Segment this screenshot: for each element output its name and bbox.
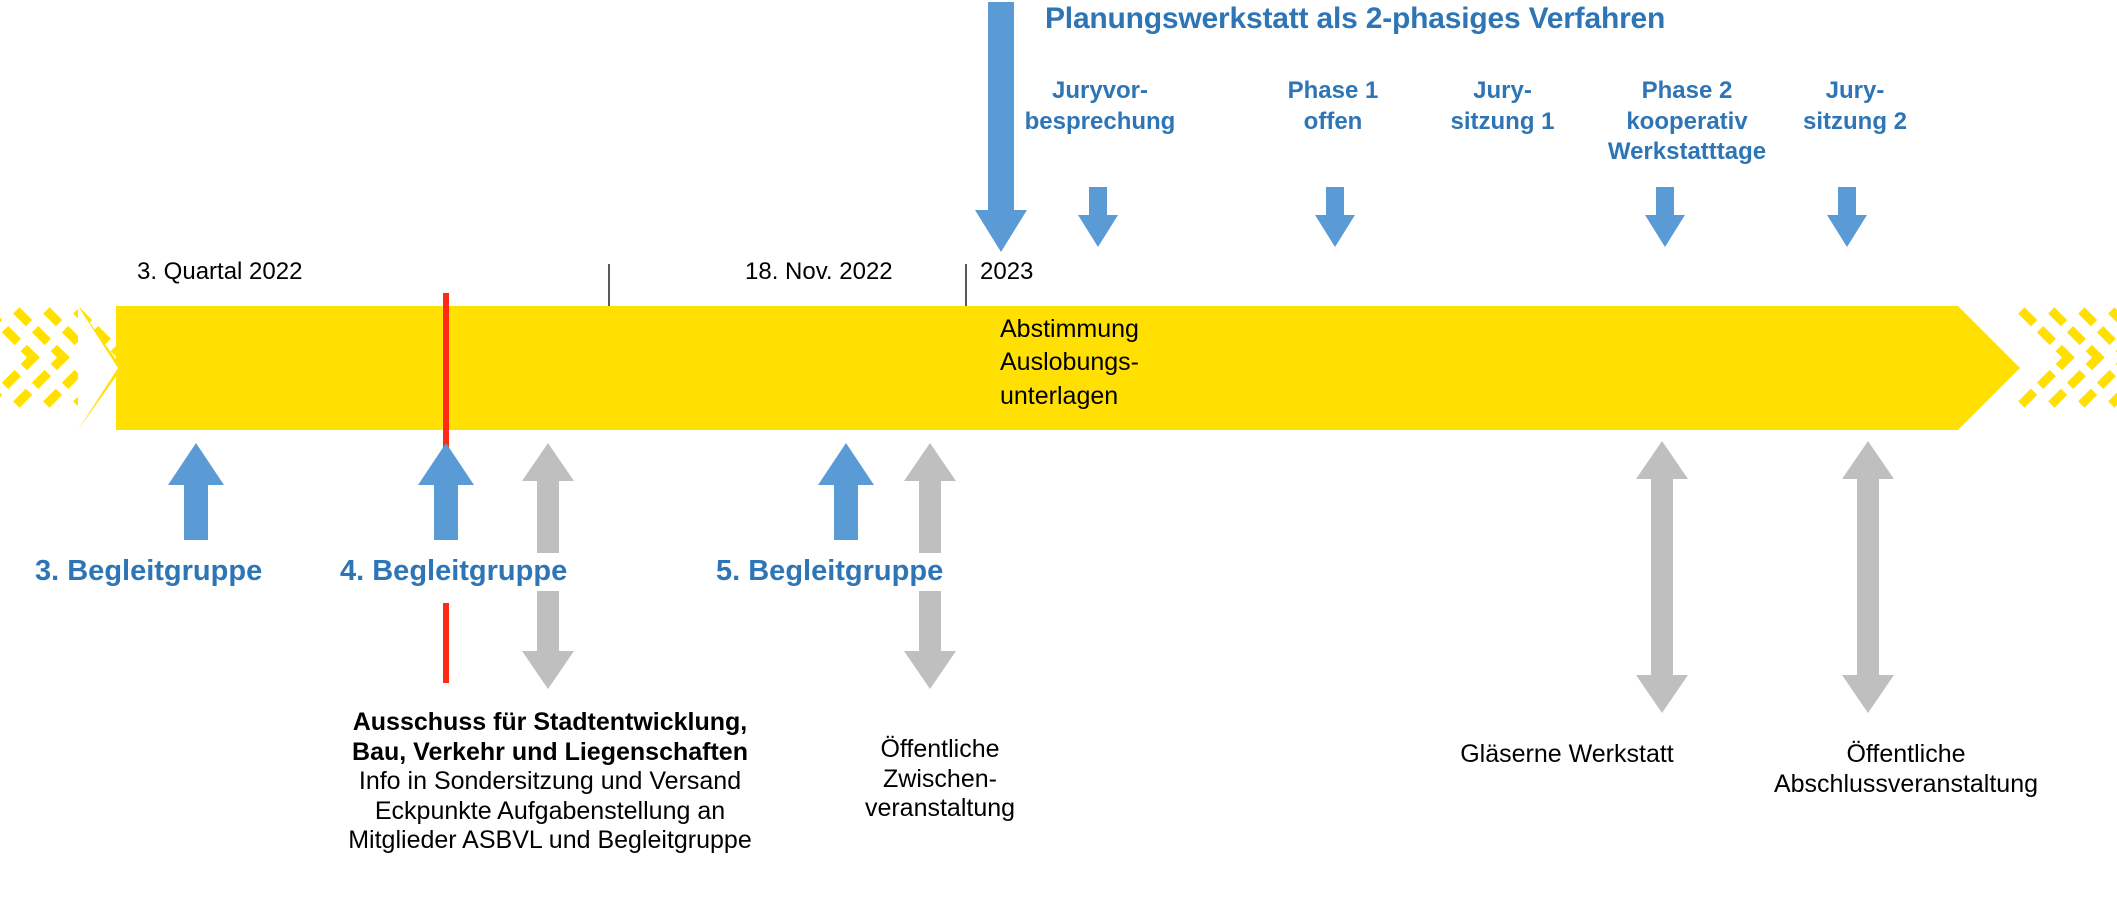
date-label-q3-2022: 3. Quartal 2022 [137,258,303,285]
phase-line: Jury- [1473,77,1532,104]
ausschuss-caption-line: Mitglieder ASBVL und Begleitgruppe [348,826,752,854]
timeline-bar-text: Abstimmung Auslobungs- unterlagen [1000,313,1139,413]
phase-label-jurysitzung-2: Jury- sitzung 2 [1760,76,1950,137]
event-caption-line: Zwischen- [883,764,997,793]
begleitgruppe-5-arrow-icon [818,443,874,540]
phase-label-phase-1-offen: Phase 1 offen [1248,76,1418,137]
timeline-tick [965,264,967,306]
page-title: Planungswerkstatt als 2-phasiges Verfahr… [1045,2,1666,35]
phase-arrow-phase-2-kooperativ-icon [1645,187,1685,247]
date-label-18-nov-2022: 18. Nov. 2022 [745,258,893,285]
begleitgruppe-5-label: 5. Begleitgruppe [716,555,944,587]
date-label-2023: 2023 [980,258,1034,285]
event-caption-line: Abschlussveranstaltung [1773,769,2039,798]
phase-line: besprechung [1024,107,1176,135]
phase-line: kooperativ [1626,107,1748,135]
glaeserne-werkstatt-caption: Gläserne Werkstatt [1432,740,1702,770]
begleitgruppe-3-label: 3. Begleitgruppe [35,555,263,587]
timeline-fade-right [1974,300,2117,430]
planungswerkstatt-start-arrow-icon [975,2,1027,252]
timeline-bar-arrowhead [1958,306,2020,430]
phase-line: sitzung 1 [1450,107,1555,135]
abschlussveranstaltung-double-arrow-icon [1842,441,1894,713]
phase-line: Juryvor- [1051,77,1149,104]
phase-line: Phase 2 [1641,77,1733,104]
zwischenveranstaltung-caption: Öffentliche Zwischen- veranstaltung [845,735,1035,824]
event-caption-line: Öffentliche [1846,740,1966,768]
glaeserne-werkstatt-double-arrow-icon [1636,441,1688,713]
timeline-bar-text-line: Abstimmung [1000,315,1139,343]
phase-line: Jury- [1825,77,1885,104]
phase-line: Phase 1 [1287,77,1379,104]
timeline-bar-left-cut [78,306,118,430]
event-caption-line: Gläserne Werkstatt [1460,740,1674,768]
ausschuss-caption-line: Eckpunkte Aufgabenstellung an [374,796,726,825]
phase-arrow-phase-1-offen-icon [1315,187,1355,247]
phase-label-phase-2-kooperativ: Phase 2 kooperativ Werkstatttage [1577,76,1797,168]
timeline-bar-text-line: unterlagen [1000,381,1119,410]
ausschuss-caption-line: Info in Sondersitzung und Versand [358,767,742,795]
event-caption-line: veranstaltung [864,794,1016,822]
ausschuss-caption: Ausschuss für Stadtentwicklung, Bau, Ver… [300,708,800,856]
begleitgruppe-3-arrow-icon [168,443,224,540]
ausschuss-marker-line-bottom [443,603,449,683]
abschlussveranstaltung-caption: Öffentliche Abschlussveranstaltung [1700,740,2112,799]
phase-line: offen [1303,107,1363,135]
ausschuss-double-arrow-icon [522,443,574,691]
phase-arrow-juryvorbesprechung-icon [1078,187,1118,247]
timeline-bar-text-line: Auslobungs- [1000,348,1139,377]
event-caption-line: Öffentliche [880,735,1000,763]
zwischenveranstaltung-double-arrow-icon [904,443,956,691]
phase-line: sitzung 2 [1802,107,1907,135]
ausschuss-caption-line: Ausschuss für Stadtentwicklung, [352,708,748,736]
timeline-tick [608,264,610,306]
timeline-bar [116,306,1958,430]
ausschuss-caption-line: Bau, Verkehr und Liegenschaften [352,737,748,766]
begleitgruppe-4-arrow-icon [418,443,474,540]
phase-arrow-jurysitzung-2-icon [1827,187,1867,247]
phase-line: Werkstatttage [1607,138,1767,166]
ausschuss-marker-line-top [443,293,449,530]
begleitgruppe-4-label: 4. Begleitgruppe [340,555,568,587]
phase-label-juryvorbesprechung: Juryvor- besprechung [1010,76,1190,137]
phase-label-jurysitzung-1: Jury- sitzung 1 [1415,76,1590,137]
